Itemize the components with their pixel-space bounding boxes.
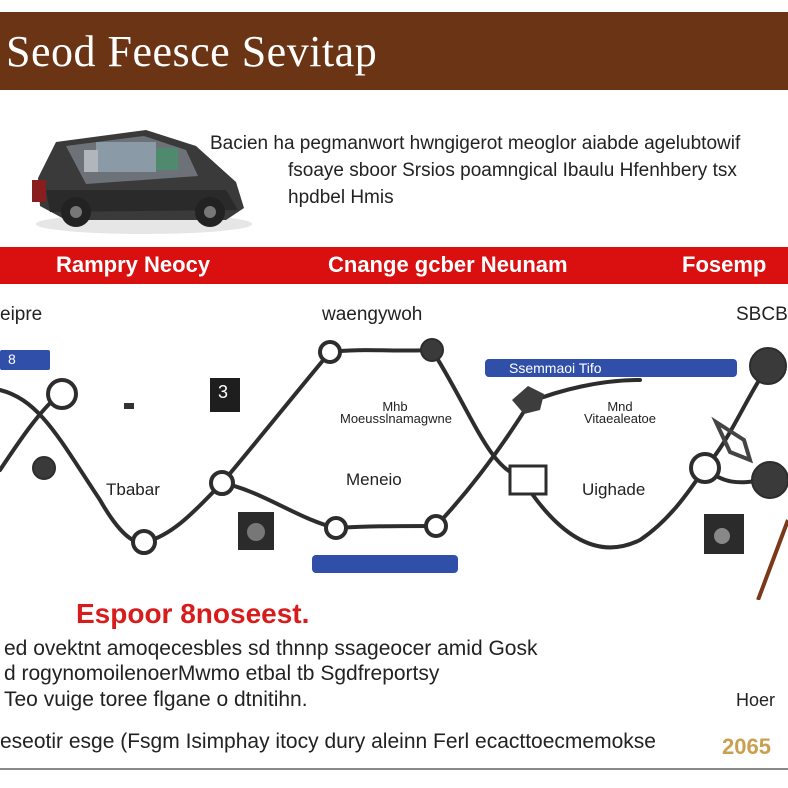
stage-mid-label-right: Uighade (582, 480, 646, 499)
center-stage-bar (312, 555, 458, 573)
process-network-diagram (0, 338, 788, 600)
band-label-center: Cnange gcber Neunam (328, 252, 568, 277)
page-title: Seod Feesce Sevitap (6, 26, 378, 76)
band-label-right: Fosemp (682, 252, 767, 277)
stage-label-left: eipre (0, 304, 43, 325)
center-small-label-a: Mhb (382, 399, 408, 414)
left-status-badge: 8 (0, 350, 50, 370)
section-line-2: d rogynomoilenoerMwmo etbal tb Sgdfrepor… (4, 662, 440, 685)
center-small-label-b: Moeusslnamagwne (339, 411, 452, 426)
intro-line-1: Bacien ha pegmanwort hwngigerot meoglor … (210, 133, 741, 154)
stage-mid-label-left: Tbabar (106, 480, 160, 499)
right-small-label-a: Mnd (607, 399, 633, 414)
stage-label-center: waengywoh (322, 304, 423, 325)
stage-band (0, 247, 788, 284)
band-label-left: Rampry Neocy (56, 252, 211, 277)
footer-year: 2065 (722, 734, 771, 759)
section-line-1: ed ovektnt amoqecesbles sd thnnp ssageoc… (4, 637, 538, 660)
right-stage-bar-label: Ssemmaoi Tifo (509, 360, 602, 376)
intro-line-3: hpdbel Hmis (288, 187, 394, 208)
stage-mid-label-center: Meneio (346, 470, 402, 489)
car-engine-illustration (32, 130, 252, 234)
right-small-label-b: Vitaealeatoe (583, 411, 657, 426)
right-stage-bar: Ssemmaoi Tifo (485, 359, 737, 377)
node-circle (46, 378, 78, 410)
footer-text: eseotir esge (Fsgm Isimphay itocy dury a… (0, 730, 656, 753)
right-side-label: Hoer (736, 690, 776, 710)
title-bar: Seod Feesce Sevitap (0, 12, 788, 90)
stage-label-right: SBCBE (736, 304, 788, 325)
footer-divider (0, 768, 788, 770)
left-box-glyph: 3 (218, 382, 229, 402)
section-line-3: Teo vuige toree flgane o dtnitihn. (4, 688, 308, 711)
left-status-badge-label: 8 (8, 351, 16, 367)
section-title: Espoor 8noseest. (76, 598, 310, 629)
intro-line-2: fsoaye sboor Srsios poamngical Ibaulu Hf… (288, 160, 737, 181)
